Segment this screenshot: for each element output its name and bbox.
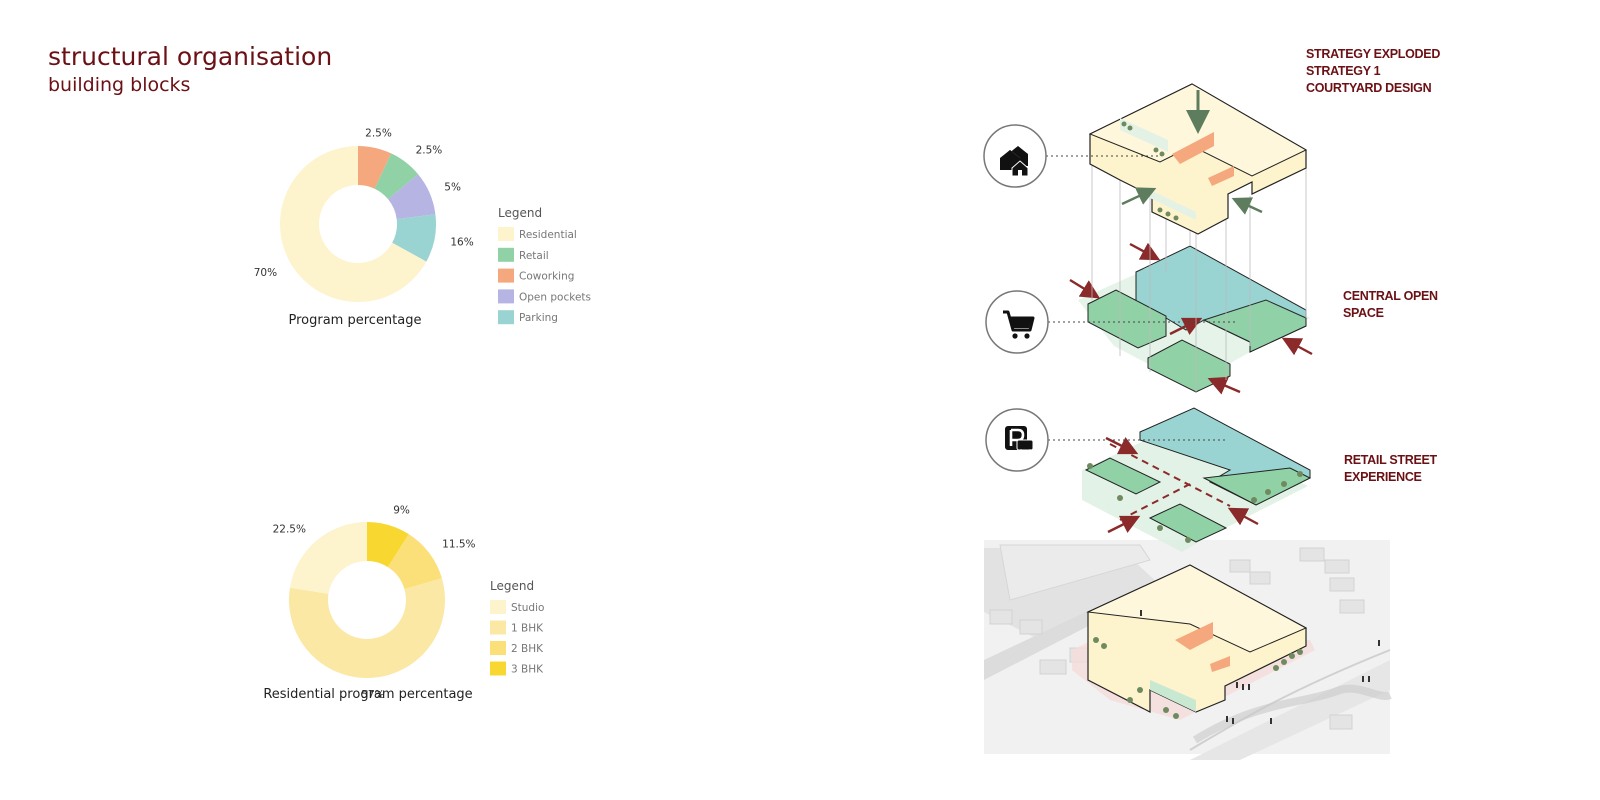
slice-studio bbox=[289, 522, 367, 594]
housing-icon bbox=[983, 124, 1047, 188]
legend-swatch-2-bhk bbox=[490, 641, 506, 655]
charts-panel: 2.5%2.5%5%16%70%Program percentageLegend… bbox=[254, 127, 591, 702]
strategy-line-3: COURTYARD DESIGN bbox=[1306, 81, 1432, 95]
legend-swatch-3-bhk bbox=[490, 661, 506, 676]
central-open-space-line-2: SPACE bbox=[1343, 306, 1384, 320]
slice-label-studio: 22.5% bbox=[273, 524, 306, 536]
retail-street-line-1: RETAIL STREET bbox=[1344, 453, 1437, 467]
site-context-plan bbox=[984, 540, 1392, 760]
legend-label-parking: Parking bbox=[519, 312, 558, 324]
slice-label-1-bhk: 57% bbox=[361, 689, 384, 701]
legend-label-3-bhk: 3 BHK bbox=[511, 664, 544, 676]
legend-label-retail: Retail bbox=[519, 250, 549, 262]
strategy-label: STRATEGY EXPLODED STRATEGY 1 COURTYARD D… bbox=[1306, 46, 1440, 97]
strategy-line-2: STRATEGY 1 bbox=[1306, 64, 1381, 78]
legend-swatch-retail bbox=[498, 247, 514, 262]
slice-label-2-bhk: 11.5% bbox=[442, 539, 475, 551]
residential-program-chart: 9% 11.5% 57% 22.5% Residential program perce… bbox=[263, 505, 544, 702]
residential-layer bbox=[1088, 83, 1308, 392]
program-percentage-chart: 2.5% 2.5% 5% 16% 70% Program percentage Legend… bbox=[254, 127, 591, 328]
page-subtitle: building blocks bbox=[48, 74, 191, 96]
slice-2-bhk bbox=[387, 534, 442, 590]
central-open-space-layer bbox=[1069, 242, 1313, 395]
slice-1-bhk bbox=[288, 578, 445, 678]
central-open-space-label: CENTRAL OPEN SPACE bbox=[1343, 288, 1438, 322]
retail-street-layer bbox=[1082, 407, 1312, 552]
legend-title: Legend bbox=[490, 579, 534, 593]
slice-retail bbox=[374, 153, 419, 200]
parking-icon bbox=[985, 408, 1049, 472]
central-open-space-line-1: CENTRAL OPEN bbox=[1343, 289, 1438, 303]
slice-3-bhk bbox=[367, 522, 409, 568]
chart-title: Program percentage bbox=[289, 313, 422, 328]
slice-open-pockets bbox=[388, 174, 436, 220]
legend-label-coworking: Coworking bbox=[519, 271, 574, 283]
slice-label-retail: 2.5% bbox=[416, 145, 443, 157]
legend-label-1-bhk: 1 BHK bbox=[511, 623, 544, 635]
legend-swatch-studio bbox=[490, 600, 506, 614]
strategy-line-1: STRATEGY EXPLODED bbox=[1306, 47, 1441, 61]
slice-coworking bbox=[358, 146, 392, 189]
slice-parking bbox=[392, 214, 436, 262]
legend-label-open-pockets: Open pockets bbox=[519, 291, 591, 303]
slice-label-open-pockets: 5% bbox=[444, 182, 461, 194]
legend-swatch-coworking bbox=[498, 268, 514, 283]
slice-label-residential: 70% bbox=[254, 267, 277, 279]
slice-residential bbox=[280, 146, 427, 302]
slice-label-parking: 16% bbox=[450, 237, 473, 249]
legend-label-residential: Residential bbox=[519, 229, 577, 241]
legend-swatch-open-pockets bbox=[498, 289, 514, 304]
legend-swatch-parking bbox=[498, 310, 514, 325]
retail-street-label: RETAIL STREET EXPERIENCE bbox=[1344, 452, 1437, 486]
chart-title: Residential program percentage bbox=[263, 687, 472, 702]
legend-title: Legend bbox=[498, 206, 542, 220]
legend-label-2-bhk: 2 BHK bbox=[511, 643, 544, 655]
page-title: structural organisation bbox=[48, 42, 333, 71]
legend-swatch-residential bbox=[498, 227, 514, 241]
retail-street-line-2: EXPERIENCE bbox=[1344, 470, 1422, 484]
legend-label-studio: Studio bbox=[511, 602, 544, 614]
shopping-cart-icon bbox=[985, 290, 1049, 354]
legend-swatch-1-bhk bbox=[490, 620, 506, 635]
slice-label-coworking: 2.5% bbox=[365, 127, 392, 139]
slice-label-3-bhk: 9% bbox=[393, 505, 410, 517]
